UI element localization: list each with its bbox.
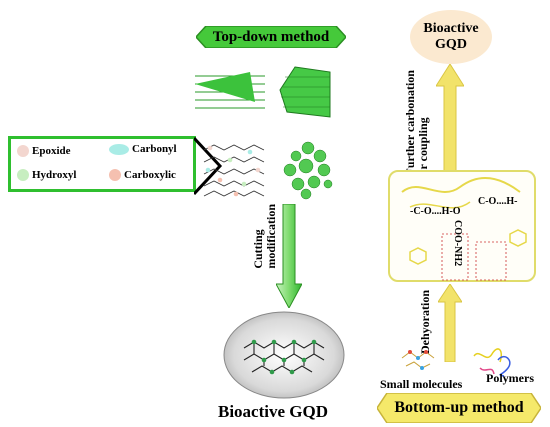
functional-group-legend: Epoxide Carbonyl Hydroxyl Carboxylic <box>8 136 196 192</box>
graphite-cone-illustration <box>279 66 331 118</box>
banner-shape <box>377 393 541 423</box>
coo-nh2-label: COO-NH2 <box>452 220 463 267</box>
hydroxyl-swatch <box>17 169 29 181</box>
coupling-line: or coupling <box>416 117 430 176</box>
legend-item-hydroxyl: Hydroxyl <box>17 169 76 181</box>
dehydration-arrow <box>438 284 462 362</box>
modification-line: modification <box>264 204 278 269</box>
chemical-interaction-box: -C-O....H-O C-O....H- COO-NH2 <box>388 170 536 282</box>
cutting-modification-label: Cutting modification <box>251 204 278 269</box>
legend-callout <box>194 136 223 196</box>
small-molecules-illustration <box>401 350 435 370</box>
quantum-dot-cluster <box>283 141 333 200</box>
gqd-sphere <box>223 311 345 399</box>
chem-line-right: C-O....H- <box>478 196 518 207</box>
small-molecules-label: Small molecules <box>380 377 463 391</box>
bottom-up-label: Bottom-up method <box>394 399 524 416</box>
legend-item-carboxylic: Carboxylic <box>109 169 176 181</box>
carbonyl-swatch <box>109 143 129 155</box>
graphite-stack-illustration <box>195 72 265 109</box>
legend-label: Hydroxyl <box>32 169 77 181</box>
cutting-line: Cutting <box>251 229 265 269</box>
epoxide-swatch <box>17 145 29 157</box>
bioactive-gqd-bottom-label: Bioactive GQD <box>218 402 329 421</box>
bioactive-line: Bioactive <box>423 21 479 36</box>
legend-label: Epoxide <box>32 145 71 157</box>
legend-label: Carboxylic <box>124 169 176 181</box>
carboxylic-swatch <box>109 169 121 181</box>
legend-item-epoxide: Epoxide <box>17 145 71 157</box>
further-carbonation-label: Further carbonation or coupling <box>403 70 430 176</box>
carbonation-arrow <box>436 64 464 172</box>
legend-label: Carbonyl <box>132 143 177 155</box>
polymers-illustration <box>473 348 511 377</box>
chem-structure <box>401 176 527 281</box>
gqd-line: GQD <box>435 37 467 52</box>
bottom-up-banner: Bottom-up method <box>377 393 541 423</box>
chem-line-left: -C-O....H-O <box>410 206 461 217</box>
bioactive-gqd-oval: Bioactive GQD <box>410 10 492 64</box>
further-line: Further carbonation <box>403 70 417 176</box>
polymers-label: Polymers <box>486 371 534 385</box>
graphene-oxide-sheet <box>203 144 265 197</box>
top-down-banner: Top-down method <box>196 26 346 48</box>
top-down-label: Top-down method <box>212 28 330 45</box>
legend-item-carbonyl: Carbonyl <box>109 143 177 155</box>
banner-shape <box>196 26 346 48</box>
cutting-arrow <box>276 204 302 308</box>
